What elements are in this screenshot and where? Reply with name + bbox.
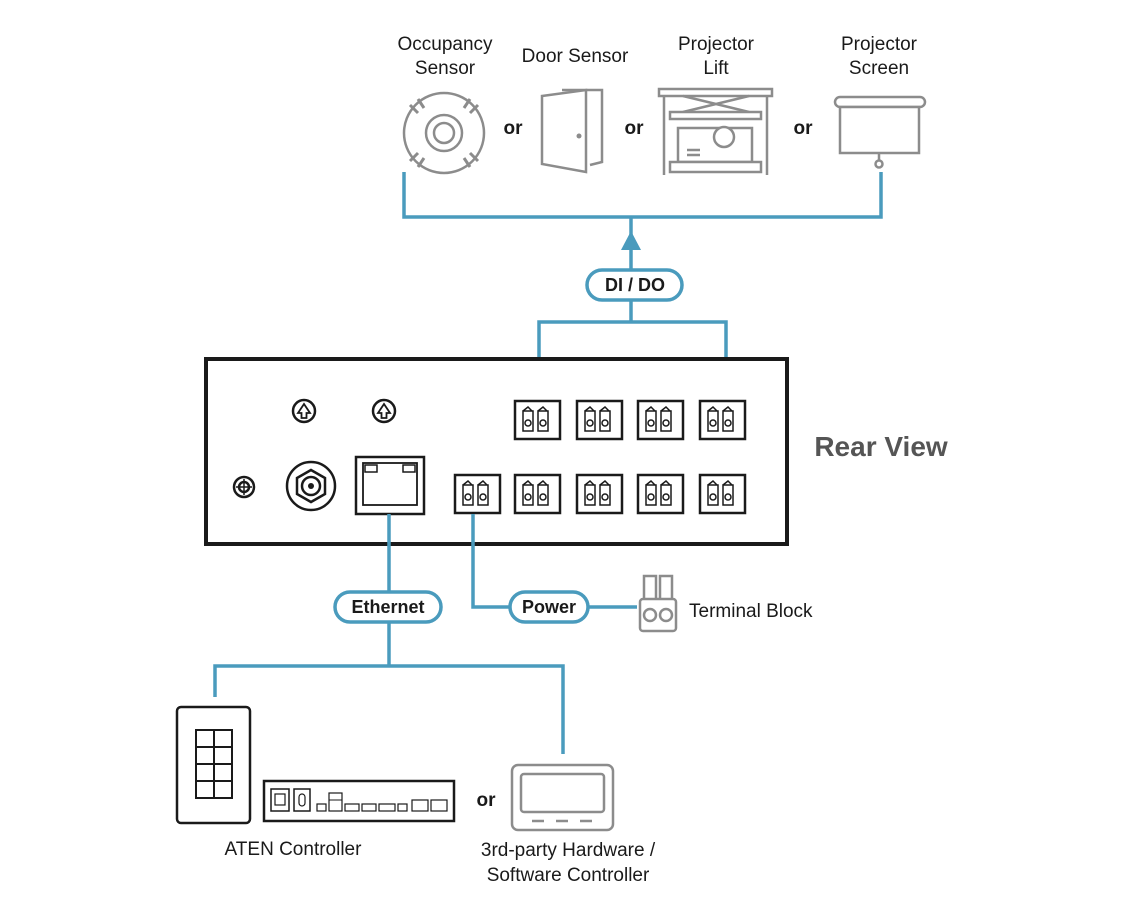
ethernet-pill: Ethernet (333, 590, 443, 624)
third-party-controller-icon (510, 763, 615, 832)
dido-pill-label: DI / DO (605, 275, 665, 295)
terminal-port-icon (575, 399, 624, 441)
projector-lift-label-line2: Lift (703, 58, 729, 79)
ethernet-branch-wire (213, 664, 565, 754)
aten-controller-label: ATEN Controller (225, 839, 363, 860)
projector-screen-label-line2: Screen (849, 58, 909, 79)
projector-lift-icon (657, 87, 774, 175)
projector-screen-icon (833, 95, 927, 169)
ethernet-pill-label: Ethernet (351, 597, 424, 617)
third-party-label-line2: Software Controller (487, 865, 650, 886)
dido-pill: DI / DO (585, 268, 684, 302)
terminal-port-icon (698, 399, 747, 441)
power-pill: Power (508, 590, 590, 624)
aten-controller-box-icon (262, 779, 456, 823)
rear-panel (204, 357, 789, 546)
projector-screen-label-line1: Projector (841, 34, 918, 55)
ethernet-port-icon (354, 455, 426, 516)
terminal-port-icon (513, 399, 562, 441)
keypad-icon (175, 705, 252, 825)
third-party-label-line1: 3rd-party Hardware / (481, 840, 656, 861)
up-arrow-icon (371, 398, 397, 424)
rear-view-label: Rear View (814, 431, 948, 462)
terminal-block-icon (638, 574, 678, 633)
terminal-port-icon (698, 473, 747, 515)
power-jack-icon (285, 460, 337, 512)
or-label-3: or (794, 118, 814, 139)
terminal-port-icon (575, 473, 624, 515)
or-label-1: or (504, 118, 524, 139)
ground-screw-icon (232, 475, 256, 499)
occupancy-sensor-icon (402, 91, 486, 175)
dido-arrow-icon (621, 231, 641, 250)
up-arrow-icon (291, 398, 317, 424)
device-bus-wire (402, 172, 883, 219)
or-label-4: or (477, 790, 497, 811)
power-pill-label: Power (522, 597, 576, 617)
or-label-2: or (625, 118, 645, 139)
projector-lift-label-line1: Projector (678, 34, 755, 55)
door-sensor-icon (540, 88, 604, 174)
terminal-ports-group (453, 399, 747, 515)
power-wire-left (471, 514, 510, 609)
occupancy-sensor-label-line1: Occupancy (397, 34, 493, 55)
terminal-port-icon (636, 473, 685, 515)
terminal-port-icon (453, 473, 502, 515)
terminal-block-label: Terminal Block (689, 601, 813, 622)
terminal-port-icon (636, 399, 685, 441)
terminal-port-icon (513, 473, 562, 515)
door-sensor-label: Door Sensor (522, 46, 629, 67)
occupancy-sensor-label-line2: Sensor (415, 58, 476, 79)
